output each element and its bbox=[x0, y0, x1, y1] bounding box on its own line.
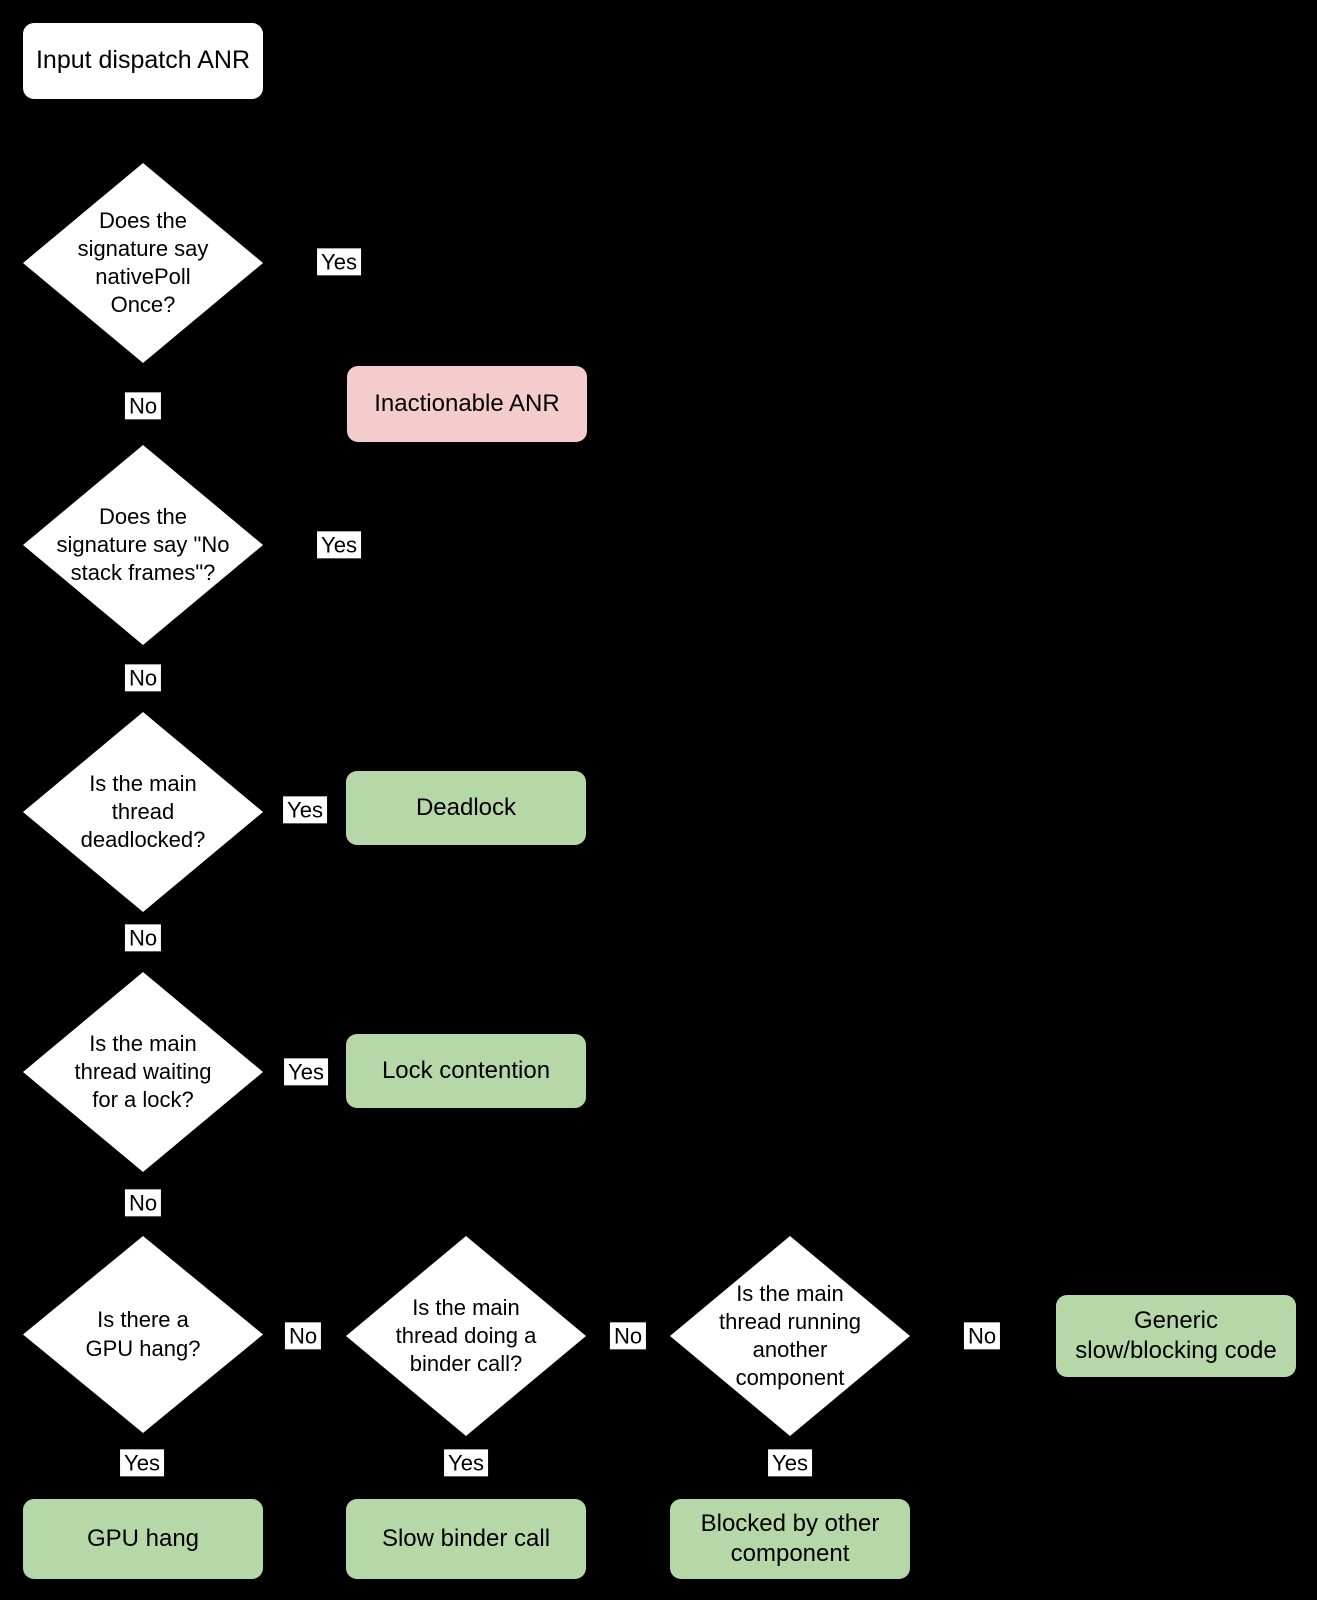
outcome-gpu-hang: GPU hang bbox=[23, 1499, 263, 1579]
edge-label-yes-gpu-hang: Yes bbox=[120, 1449, 164, 1477]
start-node-input-dispatch-anr: Input dispatch ANR bbox=[23, 23, 263, 99]
outcome-deadlock: Deadlock bbox=[346, 771, 586, 845]
decision-main-thread-deadlocked: Is the main thread deadlocked? bbox=[23, 712, 263, 912]
edge-label-no-another-component: No bbox=[963, 1322, 1001, 1350]
edge-label-yes-binder-call: Yes bbox=[444, 1449, 488, 1477]
edge-label-yes-waiting-lock: Yes bbox=[284, 1058, 328, 1086]
outcome-slow-binder-call: Slow binder call bbox=[346, 1499, 586, 1579]
decision-running-another-component: Is the main thread running another compo… bbox=[670, 1236, 910, 1436]
decision-gpu-hang: Is there a GPU hang? bbox=[23, 1236, 263, 1433]
edge-label-yes-deadlocked: Yes bbox=[283, 796, 327, 824]
decision-binder-call: Is the main thread doing a binder call? bbox=[346, 1236, 586, 1436]
edge-label-yes-another-component: Yes bbox=[768, 1449, 812, 1477]
decision-main-thread-waiting-lock: Is the main thread waiting for a lock? bbox=[23, 972, 263, 1172]
decision-no-stack-frames: Does the signature say "No stack frames"… bbox=[23, 445, 263, 645]
decision-native-poll-once: Does the signature say nativePoll Once? bbox=[23, 163, 263, 363]
edge-label-yes-no-stack-frames: Yes bbox=[317, 531, 361, 559]
edge-label-no-gpu-hang: No bbox=[284, 1322, 322, 1350]
edge-label-no-binder-call: No bbox=[609, 1322, 647, 1350]
edge-label-no-waiting-lock: No bbox=[124, 1189, 162, 1217]
outcome-lock-contention: Lock contention bbox=[346, 1034, 586, 1108]
edge-label-no-native-poll: No bbox=[124, 392, 162, 420]
outcome-inactionable-anr: Inactionable ANR bbox=[347, 366, 587, 442]
edge-label-no-deadlocked: No bbox=[124, 924, 162, 952]
outcome-blocked-by-other-component: Blocked by other component bbox=[670, 1499, 910, 1579]
outcome-generic-slow-blocking-code: Generic slow/blocking code bbox=[1056, 1295, 1296, 1377]
edge-label-yes-native-poll: Yes bbox=[317, 248, 361, 276]
edge-label-no-no-stack-frames: No bbox=[124, 664, 162, 692]
